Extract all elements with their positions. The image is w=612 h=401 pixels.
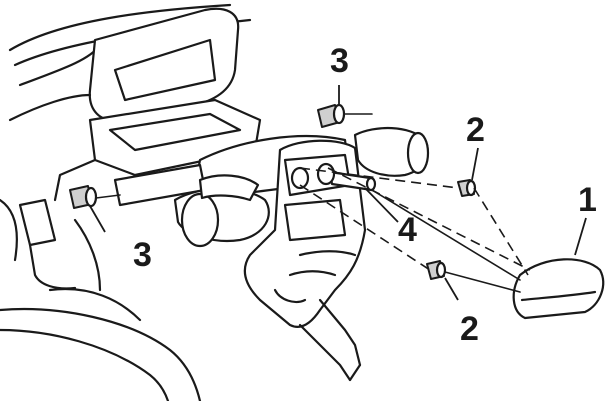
callout-4: 4 bbox=[398, 211, 417, 249]
callout-3-top: 3 bbox=[330, 42, 349, 80]
callout-2-top: 2 bbox=[466, 111, 485, 149]
reflector bbox=[512, 258, 605, 320]
assembly-lines bbox=[299, 167, 531, 293]
license-plate-bracket bbox=[243, 139, 367, 382]
seat-outline bbox=[8, 3, 252, 122]
callout-3-bottom: 3 bbox=[133, 236, 152, 274]
nut-top bbox=[457, 179, 477, 197]
turn-signal-right bbox=[353, 126, 430, 177]
nut-bottom bbox=[426, 260, 447, 280]
callout-2-bottom: 2 bbox=[460, 310, 479, 348]
turn-signal-left bbox=[173, 174, 270, 248]
left-bodywork bbox=[0, 198, 202, 401]
callout-1: 1 bbox=[578, 181, 597, 219]
leader-lines bbox=[89, 85, 587, 301]
grommet-top bbox=[317, 103, 373, 128]
grommet-bottom bbox=[69, 185, 121, 209]
